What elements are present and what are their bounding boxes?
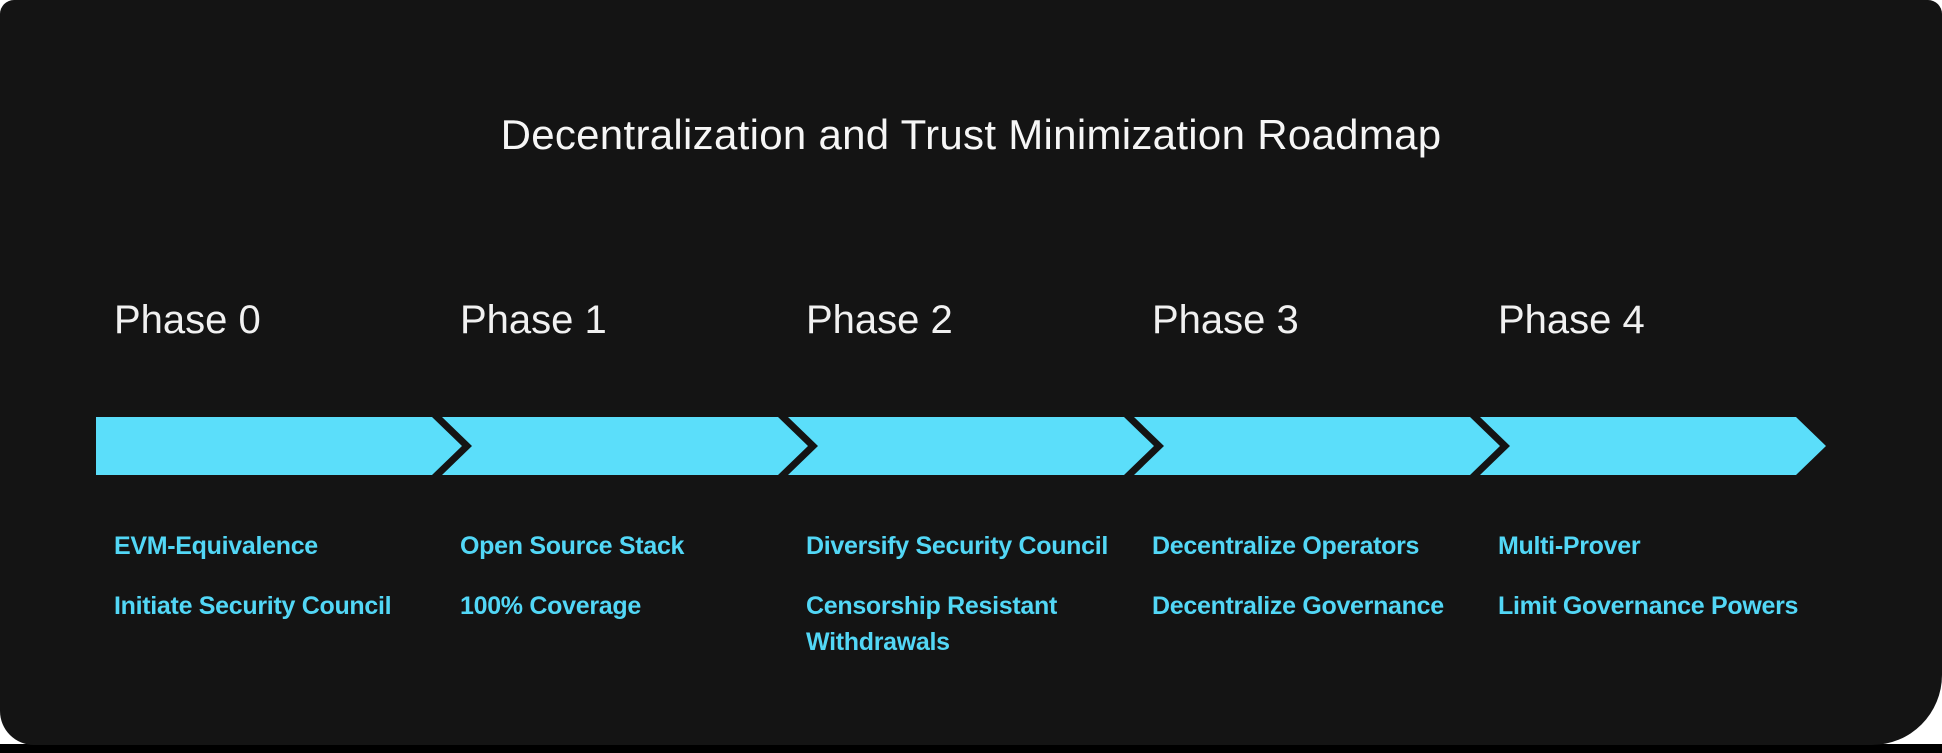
phase-2-items: Diversify Security Council Censorship Re… — [806, 528, 1146, 684]
phase-column-0: Phase 0 EVM-Equivalence Initiate Securit… — [96, 0, 442, 745]
phase-0-label: Phase 0 — [114, 298, 261, 342]
phase-4-arrow — [1480, 417, 1826, 475]
phase-item: Decentralize Operators — [1152, 532, 1420, 560]
phase-column-1: Phase 1 Open Source Stack 100% Coverage — [442, 0, 788, 745]
phase-3-label: Phase 3 — [1152, 298, 1299, 342]
phase-item: Open Source Stack — [460, 532, 685, 560]
phase-4-items: Multi-Prover Limit Governance Powers — [1498, 528, 1838, 648]
phase-4-label: Phase 4 — [1498, 298, 1645, 342]
phase-0-arrow — [96, 417, 462, 475]
phase-item: Censorship Resistant Withdrawals — [806, 592, 1058, 656]
phase-1-items: Open Source Stack 100% Coverage — [460, 528, 800, 648]
roadmap-title: Decentralization and Trust Minimization … — [500, 111, 1442, 158]
phase-item: Limit Governance Powers — [1498, 592, 1799, 620]
phase-1-arrow — [442, 417, 808, 475]
phase-column-2: Phase 2 Diversify Security Council Censo… — [788, 0, 1134, 745]
phase-column-4: Phase 4 Multi-Prover Limit Governance Po… — [1480, 0, 1826, 745]
phase-2-arrow — [788, 417, 1154, 475]
phase-0-items: EVM-Equivalence Initiate Security Counci… — [114, 528, 454, 648]
phase-2-label: Phase 2 — [806, 298, 953, 342]
phase-item: Multi-Prover — [1498, 532, 1641, 560]
phase-item: Decentralize Governance — [1152, 592, 1444, 620]
phase-item: Initiate Security Council — [114, 592, 392, 620]
phase-1-label: Phase 1 — [460, 298, 607, 342]
phase-item: 100% Coverage — [460, 592, 641, 620]
bottom-edge-bar — [0, 744, 1942, 753]
phase-item: Diversify Security Council — [806, 532, 1109, 560]
phase-3-items: Decentralize Operators Decentralize Gove… — [1152, 528, 1492, 648]
phase-column-3: Phase 3 Decentralize Operators Decentral… — [1134, 0, 1480, 745]
phase-3-arrow — [1134, 417, 1500, 475]
phase-item: EVM-Equivalence — [114, 532, 318, 560]
